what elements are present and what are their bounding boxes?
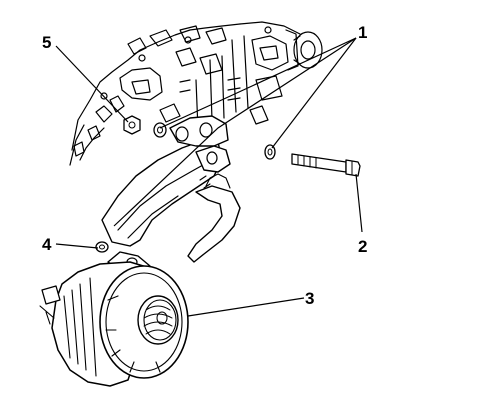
spacer-washer-upper bbox=[153, 122, 167, 138]
engine-block-background bbox=[69, 21, 323, 166]
nut-5 bbox=[123, 115, 141, 135]
mounting-bolt bbox=[291, 153, 361, 177]
leader-lines bbox=[55, 37, 363, 317]
callout-labels: 1 2 3 4 5 bbox=[42, 23, 367, 308]
bolt-washer bbox=[264, 144, 276, 160]
callout-3: 3 bbox=[305, 289, 314, 308]
generator bbox=[39, 251, 189, 387]
callout-4: 4 bbox=[42, 235, 52, 254]
spacer-washer-lower bbox=[95, 241, 109, 253]
callout-5: 5 bbox=[42, 33, 51, 52]
mounting-bracket bbox=[101, 115, 241, 263]
callout-2: 2 bbox=[358, 237, 367, 256]
callout-1: 1 bbox=[358, 23, 367, 42]
